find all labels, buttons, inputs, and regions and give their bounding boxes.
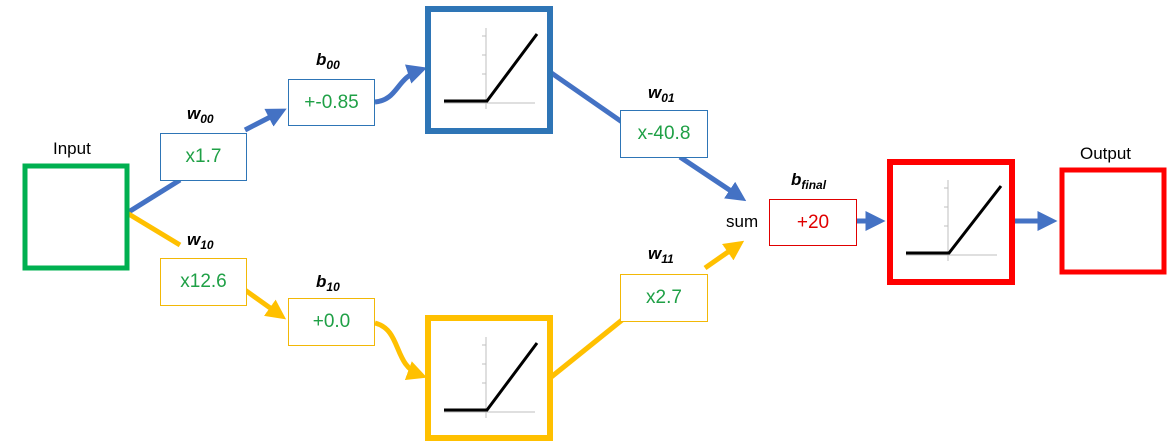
edge-input-to-w00 bbox=[125, 177, 182, 216]
edge-b00-to-relu-top bbox=[374, 64, 428, 105]
edge-w00-to-b00 bbox=[243, 108, 287, 133]
b10-label: b10 bbox=[316, 272, 340, 294]
w10-label: w10 bbox=[187, 230, 214, 252]
output-node bbox=[1059, 167, 1167, 275]
edge-relu-bottom-to-w11 bbox=[548, 318, 624, 380]
w00-label: w00 bbox=[187, 104, 214, 126]
sum-label: sum bbox=[726, 212, 759, 231]
bfinal-label: bfinal bbox=[791, 170, 827, 192]
w11-value-box: x2.7 bbox=[620, 274, 708, 322]
edge-w11-to-sum bbox=[703, 240, 745, 271]
edge-b10-to-relu-bottom bbox=[374, 320, 428, 381]
input-node bbox=[22, 163, 130, 271]
input-label: Input bbox=[53, 139, 91, 158]
relu-icon bbox=[906, 180, 1003, 261]
w11-label: w11 bbox=[648, 244, 674, 266]
relu-neuron-bottom bbox=[425, 315, 553, 441]
edge-relu-top-to-w01 bbox=[548, 69, 624, 125]
output-label: Output bbox=[1080, 144, 1132, 163]
edge-input-to-w10 bbox=[125, 210, 182, 248]
w01-label: w01 bbox=[648, 83, 675, 105]
w01-value-box: x-40.8 bbox=[620, 110, 708, 158]
bfinal-value-box: +20 bbox=[769, 199, 857, 246]
w10-value-box: x12.6 bbox=[160, 258, 247, 306]
w00-value-box: x1.7 bbox=[160, 133, 247, 181]
b00-label: b00 bbox=[316, 50, 340, 72]
relu-neuron-final bbox=[887, 159, 1015, 285]
b10-value-box: +0.0 bbox=[288, 298, 375, 346]
edge-w01-to-sum bbox=[678, 154, 747, 202]
relu-icon bbox=[444, 337, 539, 418]
relu-neuron-top bbox=[425, 6, 553, 134]
relu-icon bbox=[444, 28, 539, 109]
b00-value-box: +-0.85 bbox=[288, 79, 375, 126]
edge-w10-to-b10 bbox=[243, 287, 287, 320]
